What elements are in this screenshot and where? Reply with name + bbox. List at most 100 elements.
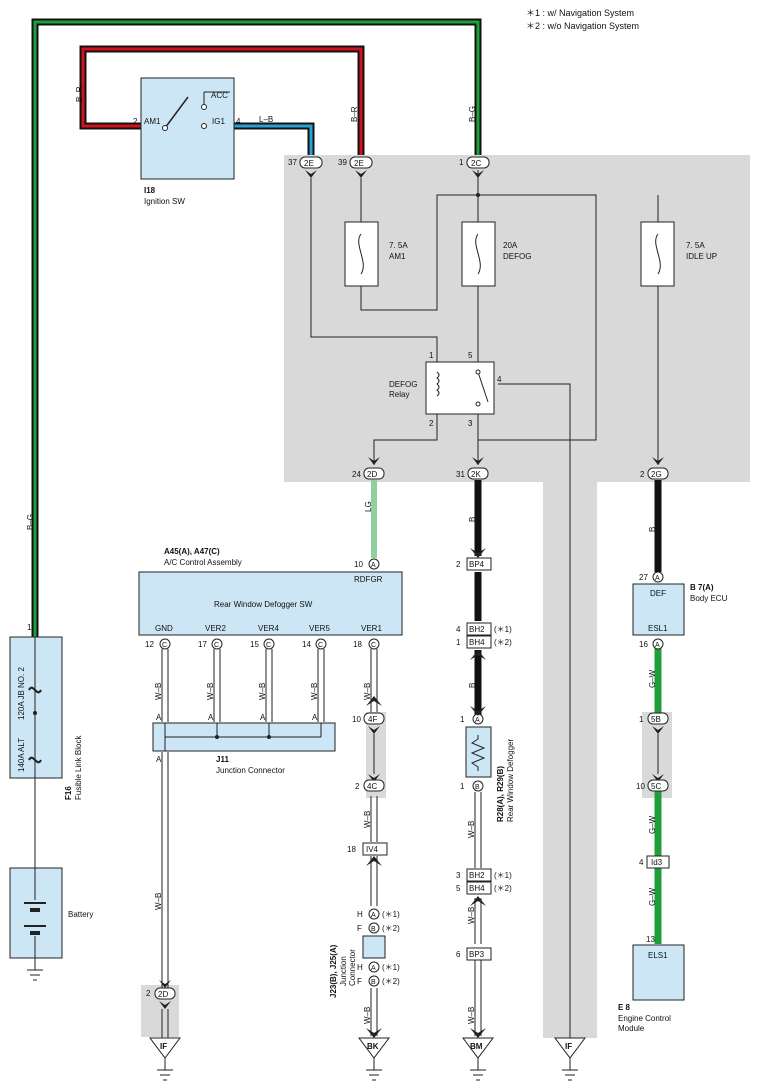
svg-text:27: 27 (639, 573, 648, 582)
svg-text:18: 18 (347, 845, 356, 854)
svg-text:(＊2): (＊2) (494, 884, 512, 893)
svg-text:Id3: Id3 (651, 858, 663, 867)
label-wb-10: W–B (467, 907, 476, 924)
svg-text:J11: J11 (216, 755, 229, 764)
label-lg: LG (364, 501, 373, 512)
svg-text:DEF: DEF (650, 589, 666, 598)
svg-text:5: 5 (456, 884, 461, 893)
svg-text:RDFGR: RDFGR (354, 575, 383, 584)
battery: Battery (9, 867, 93, 981)
svg-text:2D: 2D (158, 990, 168, 999)
svg-text:5B: 5B (651, 715, 661, 724)
svg-text:39: 39 (338, 158, 347, 167)
fusible-link-block: 1 120A JB NO. 2 140A ALT F16 Fusible Lin… (9, 623, 83, 868)
wire-bg-main (31, 18, 482, 637)
connector-5b: 1 5B (639, 712, 669, 774)
svg-text:120A JB NO. 2: 120A JB NO. 2 (17, 667, 26, 720)
svg-text:GND: GND (155, 624, 173, 633)
svg-text:1: 1 (639, 715, 644, 724)
svg-text:IF: IF (565, 1042, 572, 1051)
ac-control-assembly: A45(A), A47(C) A/C Control Assembly 10 A… (138, 547, 403, 650)
svg-text:A: A (371, 965, 376, 972)
connector-2e-37: 37 2E (288, 156, 323, 178)
label-gw-2: G–W (648, 815, 657, 834)
svg-text:VER1: VER1 (361, 624, 382, 633)
pin-2: 2 (133, 117, 138, 126)
svg-text:140A ALT: 140A ALT (17, 738, 26, 772)
svg-text:1: 1 (27, 623, 32, 632)
label-br-2: B–R (350, 106, 359, 122)
svg-text:1: 1 (456, 638, 461, 647)
body-ecu: 27 A DEF ESL1 B 7(A) Body ECU 16 A (632, 571, 728, 650)
connector-5c: 10 5C (636, 774, 669, 792)
svg-text:(＊1): (＊1) (494, 871, 512, 880)
svg-text:31: 31 (456, 470, 465, 479)
junction-connector-j23-j25: H A (＊1) F B (＊2) H A (＊1) F B (＊2) J23(… (329, 908, 400, 998)
svg-text:BH4: BH4 (469, 638, 485, 647)
svg-text:H: H (357, 910, 363, 919)
svg-text:B: B (371, 926, 376, 933)
svg-text:10: 10 (354, 560, 363, 569)
svg-text:2D: 2D (367, 470, 377, 479)
label-gw-1: G–W (648, 669, 657, 688)
connector-4c: 2 4C (355, 774, 385, 792)
svg-text:Engine Control: Engine Control (618, 1014, 671, 1023)
svg-text:1: 1 (460, 715, 465, 724)
svg-text:2: 2 (355, 782, 360, 791)
svg-text:R28(A), R29(B): R28(A), R29(B) (496, 766, 505, 822)
svg-text:A: A (156, 755, 162, 764)
svg-text:VER4: VER4 (258, 624, 279, 633)
svg-text:C: C (318, 642, 323, 649)
label-bg-left: B–G (26, 514, 35, 530)
label-wb-9: W–B (467, 821, 476, 838)
connector-bp3: 6 BP3 (456, 947, 492, 961)
svg-text:F16: F16 (64, 786, 73, 800)
internal-wiring (310, 170, 659, 1040)
svg-text:37: 37 (288, 158, 297, 167)
fuse-am1: 7. 5A AM1 (344, 221, 408, 287)
fuse-defog: 20A DEFOG (461, 221, 531, 287)
pin-am1-label: AM1 (144, 117, 161, 126)
connector-bh2-bh4-bottom: 3 BH2 (＊1) 5 BH4 (＊2) (456, 868, 512, 895)
wire-lb (234, 122, 315, 155)
svg-text:7. 5A: 7. 5A (389, 241, 408, 250)
svg-text:(＊2): (＊2) (382, 977, 400, 986)
pin-acc-label: ACC (211, 91, 228, 100)
pin-4: 4 (236, 117, 241, 126)
svg-text:2K: 2K (471, 470, 481, 479)
connector-2d-ground: 2 2D (146, 980, 176, 1038)
engine-control-module: 13 ELS1 E 8 Engine Control Module (618, 935, 685, 1033)
label-gw-3: G–W (648, 887, 657, 906)
label-wb-3: W–B (258, 683, 267, 700)
svg-text:BP4: BP4 (469, 560, 485, 569)
svg-text:18: 18 (353, 640, 362, 649)
svg-text:A/C Control Assembly: A/C Control Assembly (164, 558, 242, 567)
svg-text:15: 15 (250, 640, 259, 649)
svg-text:A: A (260, 713, 266, 722)
svg-text:IF: IF (160, 1042, 167, 1051)
svg-text:(＊2): (＊2) (382, 924, 400, 933)
wire-br (79, 45, 365, 155)
svg-text:Junction: Junction (339, 956, 348, 986)
fuse-idle-up: 7. 5A IDLE UP (640, 221, 717, 287)
svg-text:DEFOG: DEFOG (389, 380, 417, 389)
svg-text:(＊1): (＊1) (382, 963, 400, 972)
svg-text:Connector: Connector (348, 949, 357, 986)
ignition-switch: 2 AM1 ACC IG1 4 I18 Ignition SW (133, 77, 241, 206)
connector-2k-31: 31 2K (456, 457, 489, 480)
ground-bk: BK (358, 1037, 390, 1081)
svg-text:4: 4 (456, 625, 461, 634)
svg-text:4F: 4F (368, 715, 377, 724)
note-navigation: ＊1 : w/ Navigation System (526, 8, 634, 18)
connector-2e-39: 39 2E (338, 156, 373, 178)
svg-text:5C: 5C (651, 782, 661, 791)
svg-text:ESL1: ESL1 (648, 624, 668, 633)
svg-text:(＊1): (＊1) (382, 910, 400, 919)
junction-connector-j11: A A A A A J11 Junction Connector (152, 713, 336, 775)
svg-text:A: A (655, 642, 660, 649)
svg-text:C: C (162, 642, 167, 649)
svg-text:5: 5 (468, 351, 473, 360)
svg-text:3: 3 (468, 419, 473, 428)
svg-text:2C: 2C (471, 159, 481, 168)
svg-text:16: 16 (639, 640, 648, 649)
